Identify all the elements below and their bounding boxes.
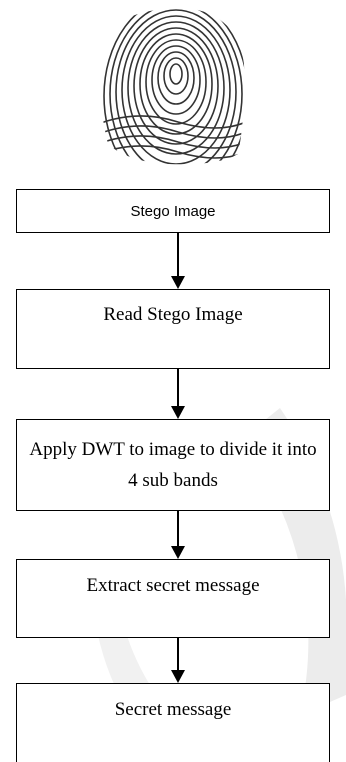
step-label: Apply DWT to image to divide it into 4 s…	[29, 439, 317, 491]
step-label: Extract secret message	[86, 575, 260, 596]
step-secret-message: Secret message	[16, 683, 330, 762]
step-label: Stego Image	[130, 202, 216, 220]
step-stego-image: Stego Image	[16, 189, 330, 233]
step-extract-secret-message: Extract secret message	[16, 559, 330, 638]
fingerprint-image	[100, 8, 245, 165]
step-label: Secret message	[114, 699, 232, 720]
step-label: Read Stego Image	[103, 304, 243, 325]
step-read-stego-image: Read Stego Image	[16, 289, 330, 369]
step-apply-dwt: Apply DWT to image to divide it into 4 s…	[16, 419, 330, 511]
